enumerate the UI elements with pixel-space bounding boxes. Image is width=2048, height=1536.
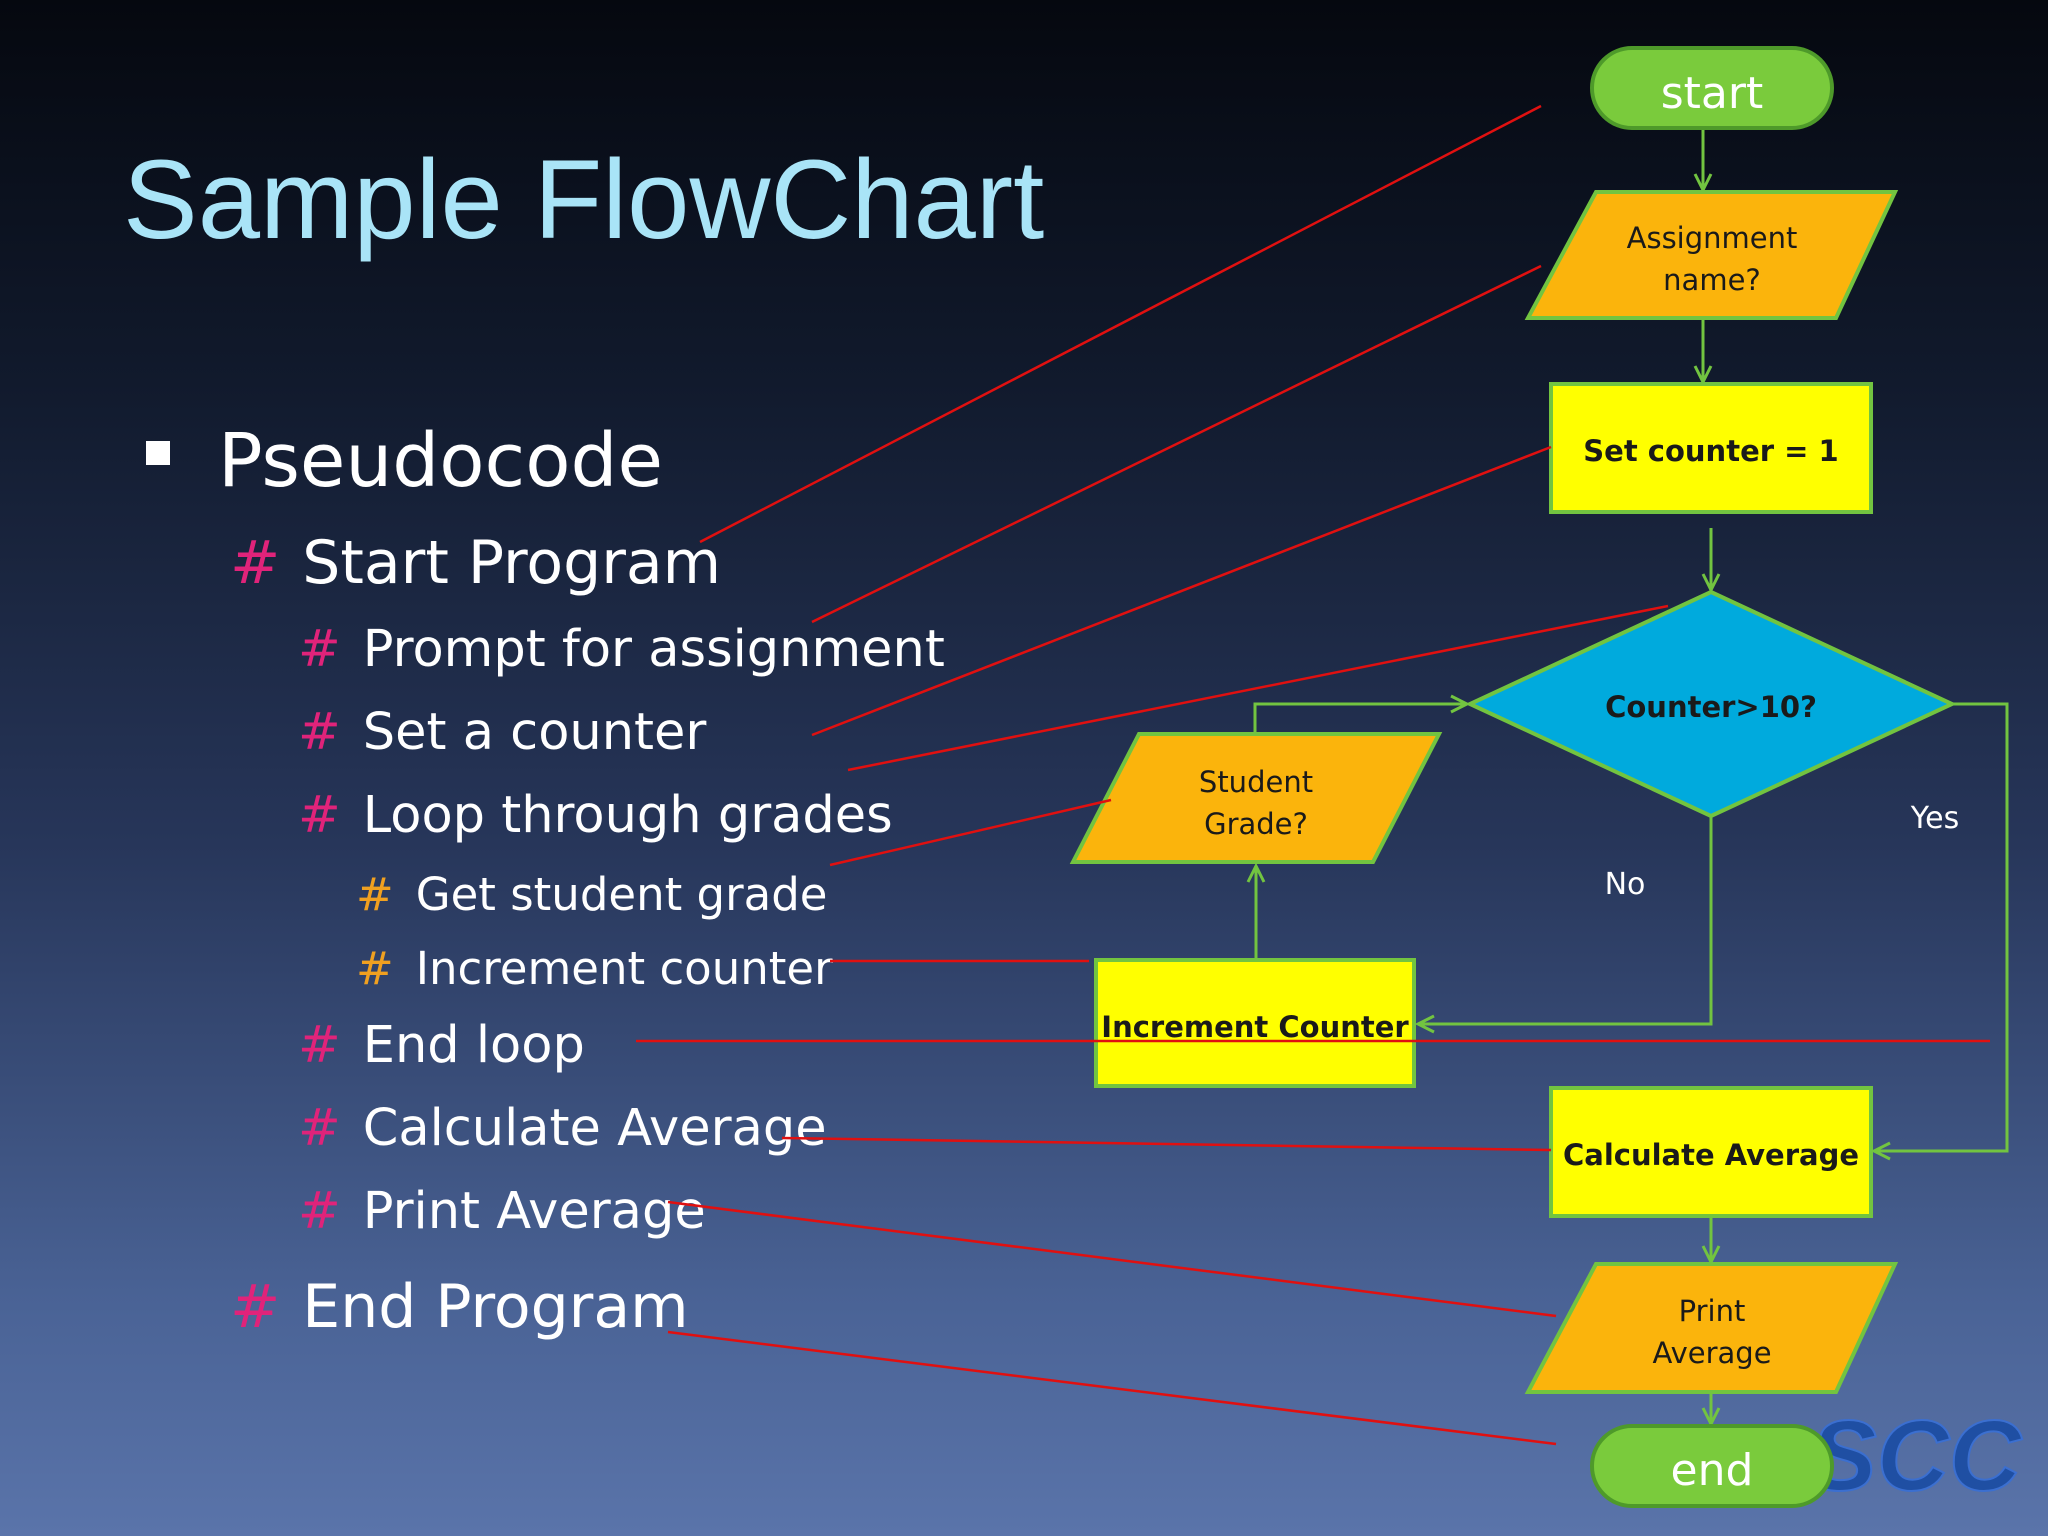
io-print-line1: Print	[1679, 1294, 1746, 1328]
io-print	[1524, 1262, 1899, 1394]
map-start-program	[699, 104, 1542, 544]
pseudocode-item-loop: # Loop through grades	[298, 786, 893, 845]
hash-icon: #	[298, 703, 341, 762]
terminal-start	[1590, 46, 1834, 130]
terminal-end	[1590, 1424, 1834, 1508]
flowchart-shapes: start Assignment name? Set counter = 1 C…	[1069, 46, 1959, 1508]
arrow-student-to-decision	[1253, 704, 1467, 734]
pseudocode-item-label: Increment counter	[415, 942, 833, 995]
process-increment-label: Increment Counter	[1101, 1010, 1409, 1044]
process-set-counter-label: Set counter = 1	[1583, 434, 1838, 468]
pseudocode-heading: Pseudocode	[218, 418, 664, 504]
map-end-program	[667, 1330, 1557, 1446]
map-set-counter	[811, 445, 1552, 737]
pseudocode-item-label: Set a counter	[362, 703, 707, 762]
label-yes: Yes	[1910, 801, 1959, 836]
process-calculate-label: Calculate Average	[1563, 1138, 1859, 1172]
pseudocode-item-prompt: # Prompt for assignment	[298, 620, 945, 679]
decision-counter-label: Counter>10?	[1605, 690, 1817, 724]
hash-icon: #	[298, 786, 341, 845]
pseudocode-item-label: Start Program	[302, 528, 722, 598]
mapping-lines	[636, 104, 1990, 1446]
hash-icon: #	[230, 528, 281, 598]
process-increment	[1094, 958, 1416, 1088]
io-student-grade	[1069, 732, 1443, 864]
pseudocode-item-end-program: # End Program	[230, 1272, 689, 1342]
map-print	[667, 1200, 1557, 1318]
hash-icon: #	[298, 1182, 341, 1241]
terminal-start-label: start	[1661, 68, 1763, 119]
pseudocode-item-label: Get student grade	[415, 868, 828, 921]
pseudocode-item-set-counter: # Set a counter	[298, 703, 706, 762]
bullet-square-icon	[146, 441, 170, 465]
hash-icon: #	[356, 942, 394, 995]
decision-counter	[1465, 589, 1957, 819]
pseudocode-item-label: Prompt for assignment	[362, 620, 945, 679]
hash-icon: #	[356, 868, 394, 921]
pseudocode-item-print: # Print Average	[298, 1182, 706, 1241]
label-no: No	[1605, 867, 1646, 902]
io-assignment-line2: name?	[1663, 263, 1761, 297]
map-loop	[847, 604, 1669, 772]
terminal-end-label: end	[1671, 1445, 1754, 1496]
io-student-line2: Grade?	[1204, 807, 1308, 841]
pseudocode-item-end-loop: # End loop	[298, 1016, 585, 1075]
slide-title: Sample FlowChart	[123, 137, 1045, 262]
hash-icon: #	[298, 620, 341, 679]
pseudocode-item-calculate: # Calculate Average	[298, 1099, 827, 1158]
io-assignment	[1524, 190, 1899, 320]
arrow-decision-yes-to-calculate	[1874, 702, 2009, 1151]
pseudocode-item-label: Print Average	[362, 1182, 706, 1241]
hash-icon: #	[230, 1272, 281, 1342]
pseudocode-item-label: End Program	[302, 1272, 689, 1342]
io-student-line1: Student	[1199, 765, 1313, 799]
arrow-decision-no-to-increment	[1418, 816, 1713, 1024]
pseudocode-item-label: Loop through grades	[362, 786, 893, 845]
hash-icon: #	[298, 1099, 341, 1158]
pseudocode-item-increment: # Increment counter	[356, 942, 833, 995]
pseudocode-item-label: Calculate Average	[362, 1099, 827, 1158]
hash-icon: #	[298, 1016, 341, 1075]
pseudocode-item-label: End loop	[362, 1016, 585, 1075]
map-calculate	[781, 1136, 1552, 1152]
map-prompt	[811, 264, 1542, 624]
pseudocode-item-start-program: # Start Program	[230, 528, 721, 598]
io-print-line2: Average	[1652, 1336, 1771, 1370]
io-assignment-line1: Assignment	[1627, 221, 1798, 255]
logo-scc: SCC	[1810, 1400, 2023, 1512]
flow-arrows	[1253, 128, 2009, 1424]
pseudocode-item-get-grade: # Get student grade	[356, 868, 827, 921]
process-calculate	[1549, 1086, 1873, 1218]
map-get-grade	[829, 798, 1112, 867]
